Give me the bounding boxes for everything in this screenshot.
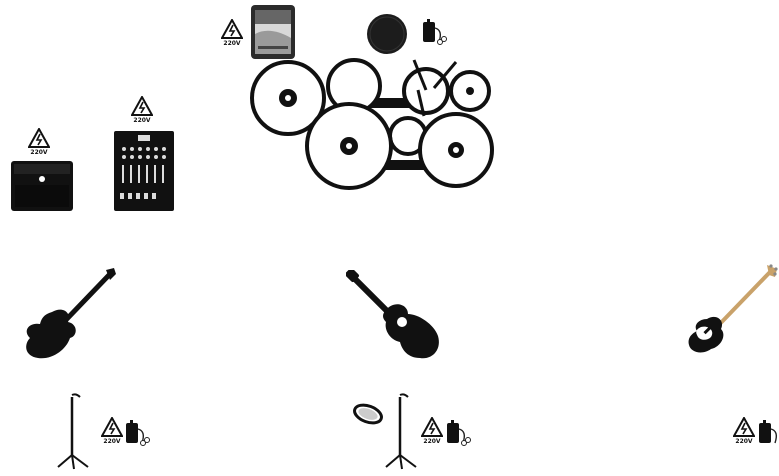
tambourine-icon [352,402,384,431]
bass-guitar-icon [687,263,779,364]
power-warning-icon: 220V [733,417,755,447]
voltage-label: 220V [131,117,153,124]
electric-guitar-icon [22,266,118,367]
guitar-amplifier-icon [11,161,73,216]
voltage-label: 220V [733,438,755,445]
power-warning-icon: 220V [131,96,153,126]
voltage-label: 220V [28,149,50,156]
in-ear-monitor-pack-icon [445,419,471,452]
mixing-console-icon [114,131,174,216]
acoustic-guitar-icon [346,270,442,367]
in-ear-monitor-pack-icon [124,419,150,452]
in-ear-monitor-pack-icon [757,419,779,452]
drum-throne-icon [366,13,408,60]
microphone-stand-icon [384,393,420,476]
power-warning-icon: 220V [28,128,50,158]
in-ear-monitor-pack-icon [421,18,447,51]
voltage-label: 220V [421,438,443,445]
microphone-stand-icon [56,393,92,476]
voltage-label: 220V [221,40,243,47]
electronic-drum-kit-icon [248,56,498,196]
power-warning-icon: 220V [421,417,443,447]
power-warning-icon: 220V [101,417,123,447]
power-warning-icon: 220V [221,19,243,49]
voltage-label: 220V [101,438,123,445]
